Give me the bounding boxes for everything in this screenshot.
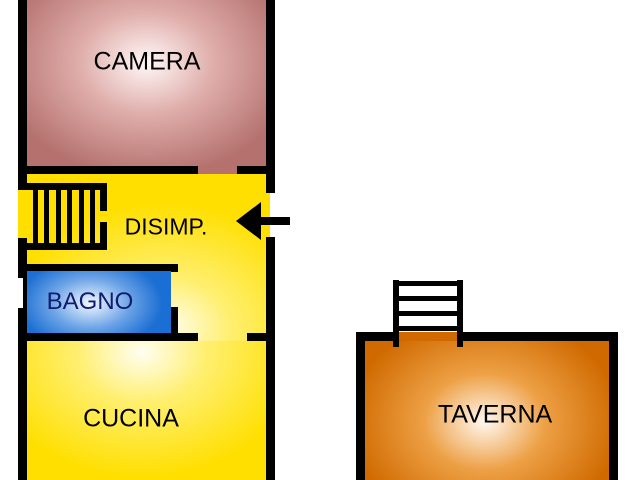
stairs-tread: [79, 190, 84, 243]
wall-right-lower: [266, 237, 275, 480]
stairs-tread: [90, 190, 95, 243]
room-bagno: [27, 271, 171, 333]
wall-cucina-top-left: [18, 333, 198, 341]
stairs-tread: [67, 190, 72, 243]
ladder-rung: [393, 326, 463, 331]
wall-camera-bottom-left: [18, 166, 198, 174]
ladder-rung: [393, 296, 463, 301]
wall-cucina-top-right: [247, 333, 275, 341]
wall-left-lower: [18, 238, 27, 480]
cucina-label: CUCINA: [83, 404, 179, 433]
wall-bagno-top: [18, 264, 178, 271]
wall-taverna-top-left: [356, 332, 393, 341]
bagno-label: BAGNO: [46, 288, 134, 315]
taverna-stair-opening: [393, 332, 463, 341]
stairs-right-edge-lower: [100, 222, 107, 250]
room-taverna: [365, 341, 609, 480]
stairs-tread: [56, 190, 61, 243]
wall-taverna-left: [356, 332, 365, 480]
stairs-tread: [33, 190, 38, 243]
entrance-opening: [266, 193, 270, 237]
stairs-right-edge-upper: [100, 183, 107, 211]
disimp-label: DISIMP.: [124, 213, 208, 240]
wall-left-upper: [18, 0, 27, 190]
wall-taverna-top-right: [463, 332, 618, 341]
wall-taverna-right: [609, 332, 618, 480]
ladder-rung: [393, 311, 463, 316]
wall-right-upper: [266, 0, 275, 193]
window-symbol: [18, 278, 23, 308]
stairs-tread: [44, 190, 49, 243]
door-opening-left: [18, 190, 27, 238]
camera-label: CAMERA: [93, 47, 201, 76]
stairs-bottom-edge: [27, 243, 107, 250]
ladder-rung: [393, 281, 463, 286]
stairs-top-edge: [27, 183, 107, 190]
wall-camera-bottom-right: [237, 166, 275, 174]
wall-bagno-right-lower: [171, 307, 178, 341]
room-camera: [27, 0, 266, 174]
entrance-arrow-icon: [236, 202, 290, 240]
wall-bagno-right-upper: [171, 264, 178, 272]
room-cucina: [27, 341, 266, 480]
taverna-label: TAVERNA: [437, 400, 553, 429]
